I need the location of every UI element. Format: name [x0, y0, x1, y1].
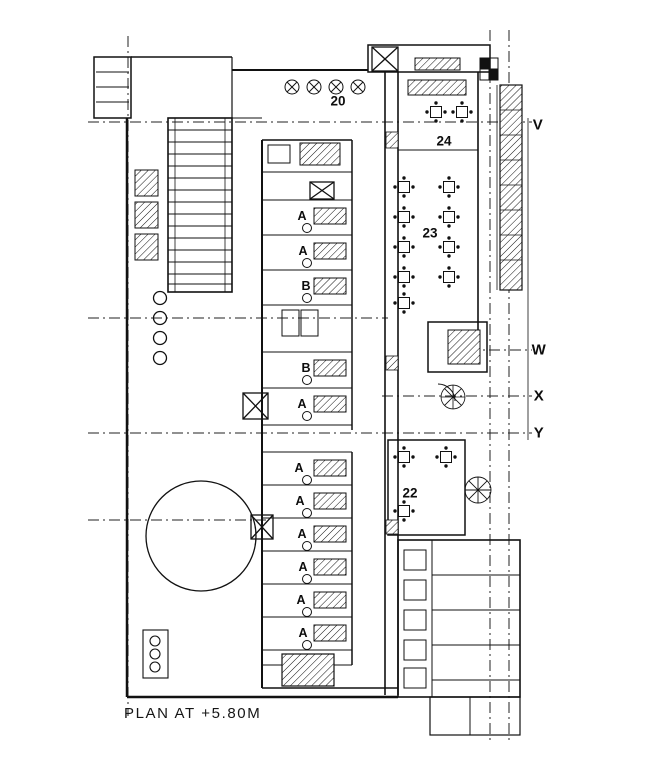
large-circular-hall [145, 480, 257, 592]
room-fixtures [267, 131, 481, 687]
left-service-blocks [134, 169, 159, 261]
room-label: A [298, 243, 308, 258]
area-label-24: 24 [436, 133, 452, 149]
checker-shaft-icon [479, 57, 499, 81]
area-label-20: 20 [330, 93, 346, 109]
square-table-icon [437, 235, 461, 259]
square-table-icon [392, 265, 416, 289]
room-label: A [295, 493, 305, 508]
section-marker-y: Y [533, 424, 545, 442]
main-stair [167, 117, 233, 293]
elevator-icon [250, 514, 274, 540]
square-table-icon [392, 499, 416, 523]
square-table-icon [424, 100, 448, 124]
section-grid-lines [88, 30, 532, 744]
room-label: A [298, 559, 308, 574]
plan-title: PLAN AT +5.80M [124, 705, 262, 722]
terrace-tables [284, 79, 366, 95]
square-table-icon [437, 205, 461, 229]
section-marker-x: X [533, 387, 545, 405]
servery-fixtures [407, 57, 499, 124]
room-label: A [298, 625, 308, 640]
column-circles [152, 290, 168, 366]
round-table-icon [284, 79, 300, 95]
square-table-icon [437, 265, 461, 289]
round-table-icon [306, 79, 322, 95]
elevator-icon [242, 392, 269, 420]
square-table-icon [437, 175, 461, 199]
elevator-icon [371, 46, 399, 72]
square-table-icon [392, 235, 416, 259]
section-marker-w: W [531, 341, 547, 359]
square-table-icon [392, 445, 416, 469]
square-table-icon [392, 291, 416, 315]
area-label-22: 22 [402, 485, 418, 501]
spiral-stair-icon [464, 476, 492, 504]
round-table-icon [350, 79, 366, 95]
square-table-icon [392, 175, 416, 199]
square-table-icon [434, 445, 458, 469]
lounge-tables [392, 445, 458, 523]
area-label-23: 23 [422, 225, 438, 241]
room-label: A [297, 208, 307, 223]
elevator-shafts [242, 46, 399, 540]
room-label: B [301, 360, 311, 375]
square-table-icon [450, 100, 474, 124]
room-label: B [301, 278, 311, 293]
square-table-icon [392, 205, 416, 229]
section-marker-v: V [532, 116, 544, 134]
spiral-stair-icon [440, 384, 466, 410]
room-label: A [297, 526, 307, 541]
restaurant-tables [392, 175, 461, 315]
room-label: A [297, 396, 307, 411]
round-table-icon [328, 79, 344, 95]
room-label: A [294, 460, 304, 475]
bottom-left-panel [142, 629, 169, 679]
room-label: A [296, 592, 306, 607]
building-walls [93, 44, 529, 736]
elevator-icon [309, 181, 335, 200]
escalator-strip [496, 84, 523, 291]
